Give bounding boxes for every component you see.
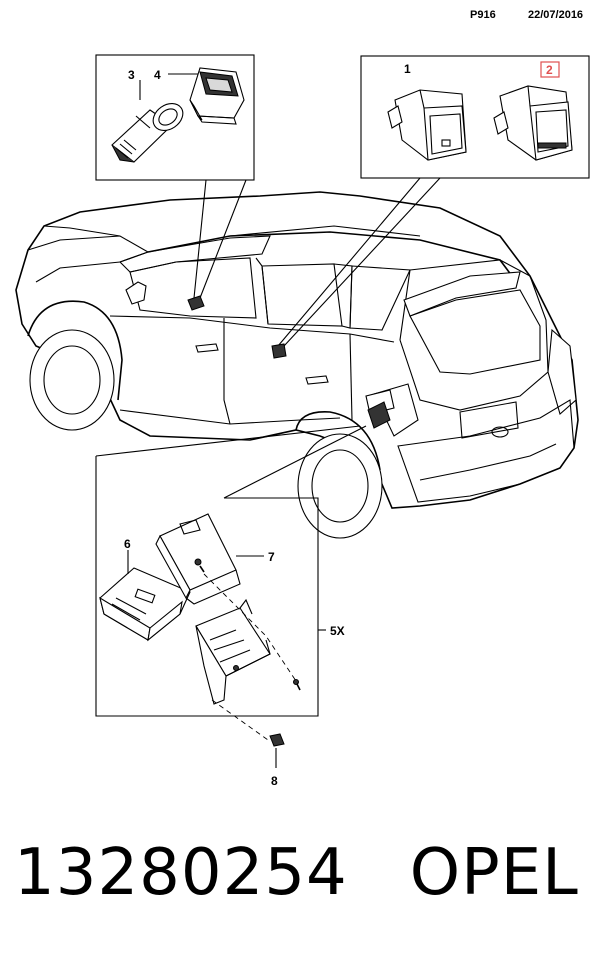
brand-name: OPEL bbox=[409, 836, 579, 910]
part-4-push-switch bbox=[189, 67, 245, 125]
callout-2: 2 bbox=[546, 63, 553, 77]
callout-2-highlight-box bbox=[540, 61, 560, 78]
rear-wheel bbox=[297, 433, 383, 539]
part-8-nut bbox=[269, 733, 285, 768]
screw-7 bbox=[199, 565, 205, 573]
part-2-switch-module bbox=[493, 85, 573, 161]
footer-part-info: 13280254 OPEL bbox=[14, 836, 579, 910]
part-5x-lower-bracket bbox=[195, 598, 271, 705]
callout-8: 8 bbox=[271, 774, 278, 788]
diagram-reference-code: P916 bbox=[470, 9, 496, 21]
parts-exploded-diagram: 3 4 1 2 bbox=[15, 54, 590, 788]
part-number: 13280254 bbox=[14, 836, 348, 910]
vehicle-suv-outline bbox=[15, 191, 579, 539]
callout-4: 4 bbox=[154, 68, 161, 82]
callout-5x: 5X bbox=[330, 624, 345, 638]
component-marker-module bbox=[271, 343, 287, 359]
part-7-upper-bracket bbox=[155, 513, 241, 605]
callout-6: 6 bbox=[124, 537, 131, 551]
component-marker-bracket bbox=[367, 401, 391, 429]
detail-box-switches-3-4 bbox=[95, 54, 255, 181]
callout-3: 3 bbox=[128, 68, 135, 82]
screw-lower bbox=[293, 679, 301, 691]
callout-1: 1 bbox=[404, 62, 411, 76]
front-wheel bbox=[29, 329, 115, 431]
detail-box-modules-1-2 bbox=[360, 55, 590, 179]
part-1-switch-module bbox=[387, 89, 467, 161]
component-marker-switches bbox=[187, 295, 205, 311]
detail-box-module-bracket bbox=[95, 456, 326, 741]
part-6-control-module bbox=[99, 567, 191, 642]
diagram-date: 22/07/2016 bbox=[528, 9, 584, 21]
part-3-switch-housing bbox=[111, 103, 184, 163]
callout-7: 7 bbox=[268, 550, 275, 564]
